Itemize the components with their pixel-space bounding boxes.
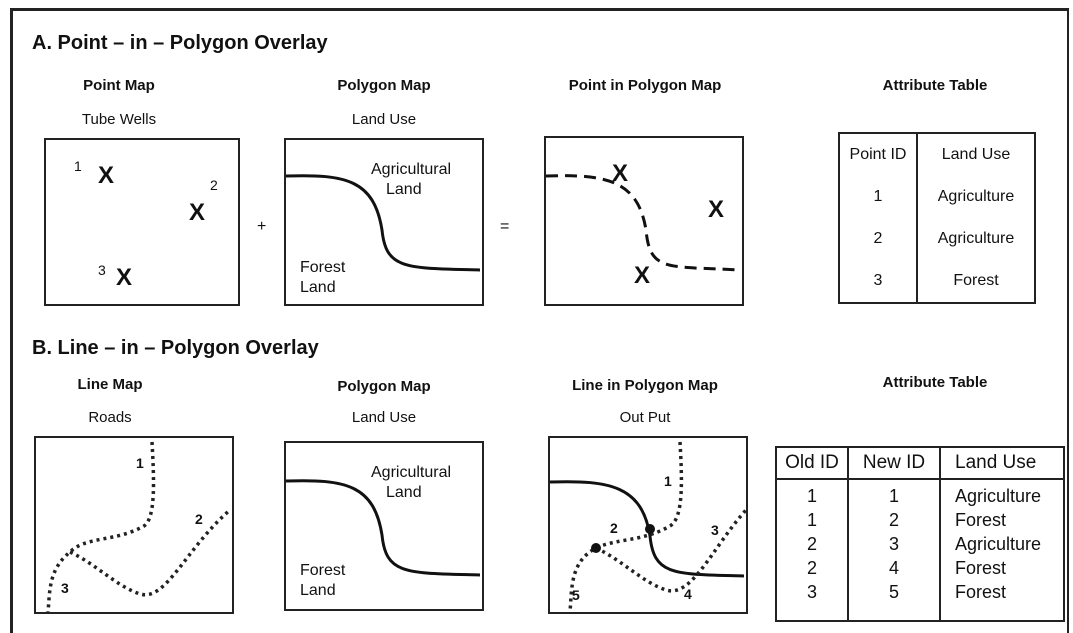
line-in-polygon-title: Line in Polygon Map <box>572 377 718 394</box>
point-label-3: 3 <box>98 262 106 278</box>
polygon-map-a-title: Polygon Map <box>337 77 431 94</box>
cell: 1 <box>839 176 918 218</box>
segment-label-2: 2 <box>610 520 618 536</box>
table-row: 3 Forest <box>839 260 1035 303</box>
land-boundary-line <box>286 479 481 577</box>
plus-sign: + <box>257 218 267 235</box>
road-label-3: 3 <box>61 580 69 596</box>
polygon-map-a: Agricultural Land Forest Land <box>284 138 484 306</box>
agri-label-line1: Agricultural <box>371 161 452 178</box>
header-new-id: New ID <box>848 447 941 480</box>
cell: 3 <box>888 534 899 554</box>
table-row: 2 Agriculture <box>839 218 1035 260</box>
forest-label-line2: Land <box>300 279 336 296</box>
cell: 1 <box>806 486 817 506</box>
old-id-column: 1 1 2 2 3 <box>776 479 849 621</box>
cell: Forest <box>953 272 999 289</box>
point-marker-2: X <box>708 196 725 223</box>
land-boundary-line <box>286 174 481 272</box>
cell: Agriculture <box>955 486 1042 506</box>
cell: 4 <box>888 558 899 578</box>
road-label-2: 2 <box>195 511 203 527</box>
line-in-polygon-map: 1 2 3 4 5 <box>548 436 748 614</box>
point-label-1: 1 <box>74 158 82 174</box>
forest-label-line1: Forest <box>300 259 346 276</box>
land-use-column: Agriculture Forest Agriculture Forest Fo… <box>940 479 1064 621</box>
point-marker-1: X <box>98 162 115 189</box>
polygon-map-b-subtitle: Land Use <box>351 409 417 426</box>
table-body: 1 1 2 2 3 1 2 3 4 5 Agriculture Forest A… <box>776 479 1064 621</box>
agri-label-line2: Land <box>386 484 422 501</box>
segment-label-5: 5 <box>572 587 580 603</box>
point-marker-1: X <box>612 160 629 187</box>
cell: 3 <box>839 260 918 303</box>
cell: Forest <box>955 582 1007 602</box>
attribute-table-b-title: Attribute Table <box>882 374 988 391</box>
segment-label-4: 4 <box>684 586 692 602</box>
cell: 2 <box>806 534 817 554</box>
intersection-point <box>591 543 601 553</box>
header-point-id: Point ID <box>839 133 918 176</box>
cell: 2 <box>888 510 899 530</box>
agri-label-line2: Land <box>386 181 422 198</box>
header-land-use: Land Use <box>940 447 1064 480</box>
cell: 5 <box>888 582 899 602</box>
table-header: Old ID New ID Land Use <box>776 447 1064 480</box>
line-map: 1 2 3 <box>34 436 234 614</box>
cell: 1 <box>806 510 817 530</box>
header-land-use: Land Use <box>941 146 1011 163</box>
point-label-2: 2 <box>210 177 218 193</box>
cell: 3 <box>806 582 817 602</box>
section-a-title: A. Point – in – Polygon Overlay <box>32 32 328 54</box>
section-b-title: B. Line – in – Polygon Overlay <box>32 337 319 359</box>
point-marker-3: X <box>634 262 651 289</box>
header-old-id: Old ID <box>776 447 849 480</box>
polygon-map-b-title: Polygon Map <box>337 378 431 395</box>
overlay-lines <box>550 441 746 612</box>
cell: Agriculture <box>955 534 1042 554</box>
land-boundary-dashed <box>546 174 741 272</box>
point-map: 1 X 2 X 3 X <box>44 138 240 306</box>
forest-label-line2: Land <box>300 582 336 599</box>
segment-label-3: 3 <box>711 522 719 538</box>
point-in-polygon-title: Point in Polygon Map <box>568 77 722 94</box>
table-header: Point ID Land Use <box>839 133 1035 176</box>
cell: 2 <box>806 558 817 578</box>
figure-frame <box>10 8 1069 633</box>
cell: 1 <box>888 486 899 506</box>
polygon-map-b: Agricultural Land Forest Land <box>284 441 484 611</box>
line-in-polygon-subtitle: Out Put <box>619 409 671 426</box>
table-row: 1 Agriculture <box>839 176 1035 218</box>
point-marker-2: X <box>189 199 206 226</box>
point-in-polygon-map: X X X <box>544 136 744 306</box>
segment-label-1: 1 <box>664 473 672 489</box>
new-id-column: 1 2 3 4 5 <box>848 479 941 621</box>
equals-sign: = <box>500 218 510 235</box>
road-lines <box>46 441 232 612</box>
cell: Agriculture <box>937 188 1015 205</box>
intersection-point <box>645 524 655 534</box>
point-map-title: Point Map <box>83 77 155 94</box>
attribute-table-a-title: Attribute Table <box>882 77 988 94</box>
line-map-subtitle: Roads <box>88 409 132 426</box>
attribute-table-b: Old ID New ID Land Use 1 1 2 2 3 1 2 3 4… <box>775 446 1065 622</box>
agri-label-line1: Agricultural <box>371 464 452 481</box>
forest-label-line1: Forest <box>300 562 346 579</box>
line-map-title: Line Map <box>77 376 143 393</box>
cell: Forest <box>955 558 1007 578</box>
point-map-subtitle: Tube Wells <box>81 111 157 128</box>
cell: Forest <box>955 510 1007 530</box>
attribute-table-a: Point ID Land Use 1 Agriculture 2 Agricu… <box>838 132 1036 304</box>
polygon-map-a-subtitle: Land Use <box>351 111 417 128</box>
cell: 2 <box>839 218 918 260</box>
point-marker-3: X <box>116 264 133 291</box>
cell: Agriculture <box>937 230 1015 247</box>
road-label-1: 1 <box>136 455 144 471</box>
